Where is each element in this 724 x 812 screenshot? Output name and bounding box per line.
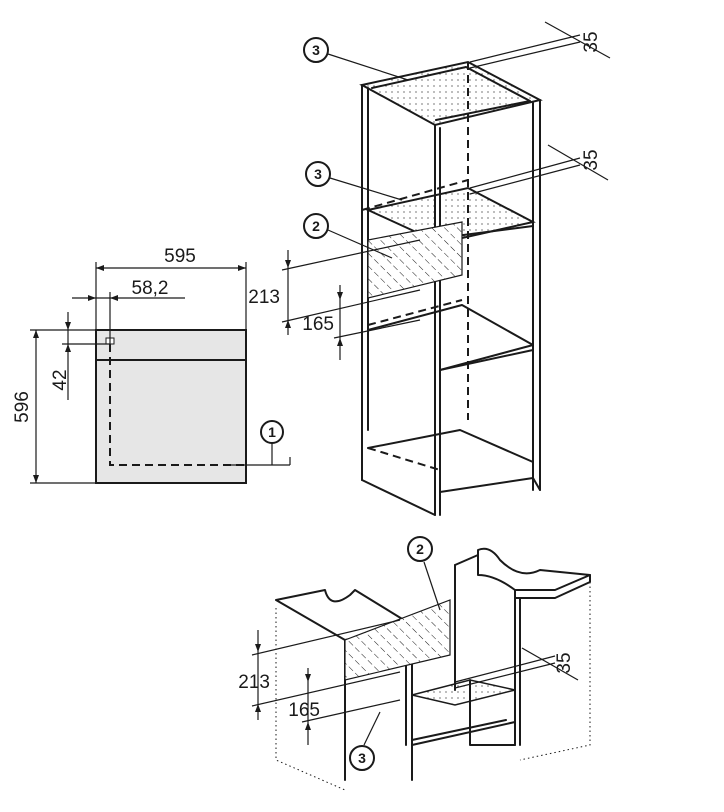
tall-top-panel [359,60,543,127]
callout-3-mid-circle [305,161,331,187]
base-35-ext [521,647,579,681]
callout-3-base-leader [363,711,381,746]
base-left-worktop [275,589,413,641]
tall-35-mid-line-a [469,157,581,189]
dim-offsety-label: 42 [50,369,71,390]
callout-3-top-label: 3 [312,42,320,58]
base-35-line-a [454,655,556,683]
arrow-offsetx-right [110,295,118,301]
base-35-label: 35 [554,652,575,673]
tall-35-mid-ext [547,144,609,181]
tall-shelf-lower-dash [367,299,463,326]
tall-bottom [361,477,541,516]
dim-offsetx-label: 58,2 [132,278,169,299]
callout-3-top-leader [327,53,409,81]
arrow-base-165-bottom [305,722,311,730]
tall-165-label: 165 [302,314,334,335]
arrow-base-213-top [255,644,261,652]
callout-3-mid-leader [329,177,403,201]
callout-2-base-circle [407,536,433,562]
tall-hidden-floor [367,447,441,471]
tall-cabinet-view: 35 35 213 165 3 3 2 [248,21,611,516]
callout-1-label: 1 [268,424,276,440]
base-left-side [275,608,346,791]
arrow-offsety-bottom [65,344,71,352]
tall-35-top-line-b [469,41,581,69]
base-shelf-lower [411,719,516,746]
callout-2-base-label: 2 [416,541,424,557]
arrow-tall-213-top [285,260,291,268]
arrow-height-bottom [33,475,39,483]
arrow-tall-165-bottom [337,338,343,346]
arrow-tall-165-top [337,292,343,300]
tall-hidden-back-2 [361,179,469,211]
arrow-width-right [238,265,246,271]
base-shelf-upper [411,679,516,706]
callout-2-tall-circle [303,213,329,239]
base-165-ext [301,699,401,723]
dim-width-label: 595 [164,246,196,267]
callout-2-base-leader [423,561,441,611]
callout-3-top-circle [303,37,329,63]
arrow-offsetx-left [88,295,96,301]
tall-165-ext [333,319,421,339]
base-niche-hatch [344,599,451,681]
arrow-width-left [96,265,104,271]
tall-35-mid-label: 35 [581,149,602,170]
base-213-ext-bottom [251,671,401,707]
base-165-label: 165 [288,700,320,721]
dim-height-label: 596 [12,391,33,423]
base-right-worktop-edge [514,574,591,599]
base-right-top-link [454,554,479,566]
tall-shelf-lower-front [439,349,534,371]
tall-213-ext-bottom [281,289,421,323]
base-floor-link [469,679,516,746]
tall-base-floor [367,429,534,463]
base-35-line-b [454,662,556,689]
tall-35-top-line-a [469,34,581,63]
base-right-worktop [477,547,591,591]
callout-3-base-circle [349,745,375,771]
base-right-side [519,582,591,761]
base-cabinet-view: 213 165 35 2 3 [238,536,591,791]
callout-1-circle [260,420,284,444]
callout-2-tall-leader [327,229,393,259]
callout-2-tall-label: 2 [312,218,320,234]
tall-shelf-lower [367,304,534,371]
callout-3-mid-label: 3 [314,166,322,182]
oven-front-panel [95,329,247,484]
arrow-offsety-top [65,322,71,330]
tall-213-label: 213 [248,287,280,308]
tall-35-mid-line-b [469,164,581,195]
base-213-ext-top [251,619,401,656]
arrow-base-213-bottom [255,704,261,712]
tall-213-ext-top [281,239,421,271]
arrow-height-top [33,330,39,338]
tall-top-inner [371,66,531,121]
tall-35-top-label: 35 [581,31,602,52]
arrow-tall-213-bottom [285,320,291,328]
oven-front-view: 595 58,2 596 42 1 [12,246,291,484]
base-213-label: 213 [238,672,270,693]
tall-niche-hatch [367,221,463,299]
arrow-base-165-top [305,674,311,682]
oven-niche-outline [109,344,246,466]
tall-35-top-ext [544,21,611,59]
callout-3-base-label: 3 [358,750,366,766]
